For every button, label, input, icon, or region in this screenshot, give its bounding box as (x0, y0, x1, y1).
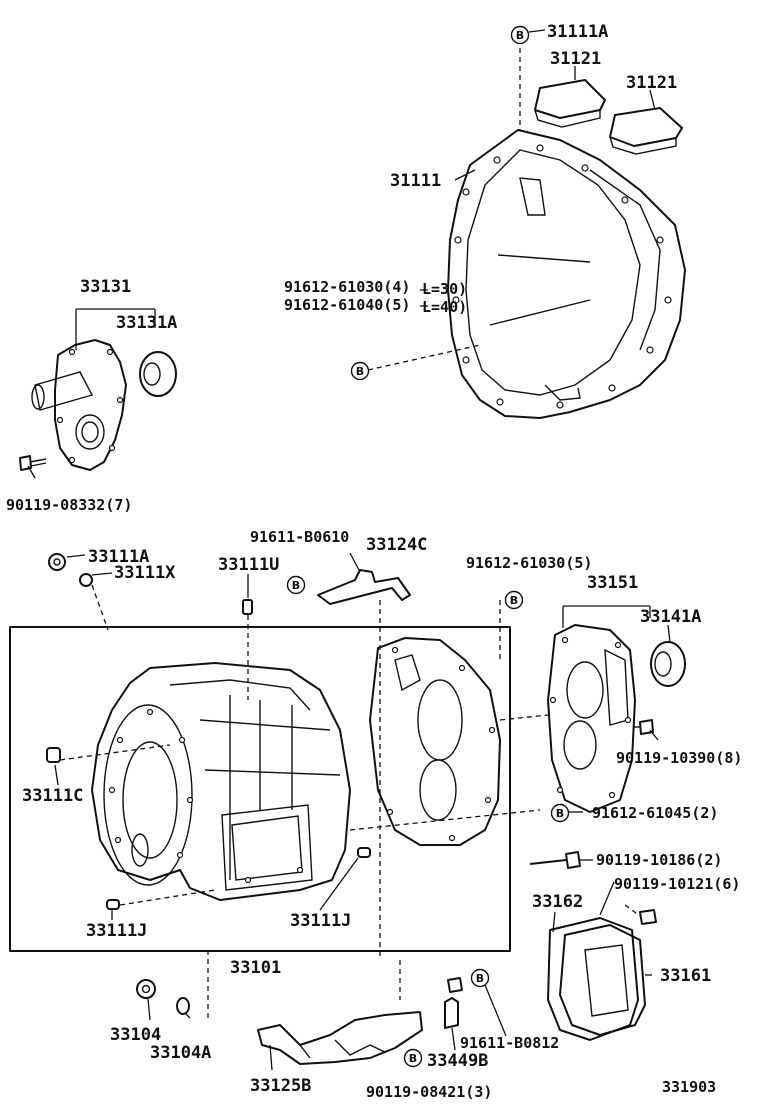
label-91612-61030-5[interactable]: 91612-61030(5) (466, 554, 592, 572)
ref-bubble-91612-61030-5: B (504, 590, 524, 610)
ref-bubble-91611-B0812: B (470, 968, 490, 988)
line-right (349, 809, 541, 831)
label-91612-61030-4[interactable]: 91612-61030(4) (284, 278, 410, 296)
svg-text:B: B (516, 29, 524, 42)
line-33111J (119, 889, 216, 906)
ref-bubble-31111A: B (510, 25, 530, 45)
plug-33111A[interactable] (48, 553, 66, 571)
label-33162[interactable]: 33162 (532, 892, 583, 912)
label-90119-08332[interactable]: 90119-08332(7) (6, 496, 132, 514)
label-33104A[interactable]: 33104A (150, 1043, 211, 1063)
label-33101[interactable]: 33101 (230, 958, 281, 978)
clutch-housing-31111[interactable] (447, 129, 686, 419)
svg-text:B: B (510, 594, 518, 607)
label-31111[interactable]: 31111 (390, 171, 441, 191)
ref-bubble-clutch-bolts: B (350, 361, 370, 381)
diagram-code: 331903 (662, 1078, 716, 1096)
oil-seal-33141A[interactable] (650, 641, 686, 687)
svg-text:B: B (356, 365, 364, 378)
label-33161[interactable]: 33161 (660, 966, 711, 986)
bracket-33124C[interactable] (317, 569, 411, 605)
stud-33111U[interactable] (242, 599, 253, 615)
line-33111X (91, 584, 109, 631)
oil-pan-33125B[interactable] (257, 1011, 423, 1065)
gasket-33111X[interactable] (79, 573, 93, 587)
label-33111J-left[interactable]: 33111J (86, 921, 147, 941)
label-33111X[interactable]: 33111X (114, 563, 176, 583)
label-33111J-right[interactable]: 33111J (290, 911, 351, 931)
bolt-90119-10186[interactable] (529, 851, 581, 869)
label-L30: L=30) (422, 280, 467, 298)
label-33151[interactable]: 33151 (587, 573, 638, 593)
svg-text:B: B (292, 579, 300, 592)
pin-33111J-right[interactable] (357, 847, 371, 858)
assembly-frame-33101 (9, 626, 511, 952)
label-31121-a[interactable]: 31121 (550, 49, 601, 69)
cover-31121-b[interactable] (609, 107, 683, 155)
label-33449B[interactable]: 33449B (427, 1051, 488, 1071)
leader-lines (27, 29, 671, 1071)
label-L40: L=40) (422, 298, 467, 316)
label-91611-B0610[interactable]: 91611-B0610 (250, 528, 349, 546)
bolt-90119-08332[interactable] (19, 455, 47, 471)
ref-bubble-90119-08421: B (403, 1048, 423, 1068)
intermediate-plate[interactable] (369, 637, 501, 846)
gasket-33104A[interactable] (176, 997, 190, 1015)
ref-bubble-91612-61045: B (550, 803, 570, 823)
ref-bubble-91611-B0610: B (286, 575, 306, 595)
line-main (59, 744, 171, 761)
extension-housing-33151[interactable] (547, 624, 636, 813)
label-90119-08421[interactable]: 90119-08421(3) (366, 1083, 492, 1101)
label-33125B[interactable]: 33125B (250, 1076, 311, 1096)
label-33111U[interactable]: 33111U (218, 555, 279, 575)
extension-housing-33131[interactable] (31, 339, 127, 471)
cover-33161[interactable] (559, 924, 646, 1036)
label-90119-10121[interactable]: 90119-10121(6) (614, 875, 740, 893)
bolt-90119-10121[interactable] (624, 904, 657, 925)
label-33104[interactable]: 33104 (110, 1025, 161, 1045)
pin-33111J-left[interactable] (106, 899, 120, 910)
label-31111A-top[interactable]: 31111A (547, 22, 608, 42)
svg-text:B: B (409, 1052, 417, 1065)
part-labels: 31111A 31121 31121 31111 91612-61030(4) … (6, 22, 742, 1101)
cover-31121-a[interactable] (534, 79, 606, 128)
label-33111C[interactable]: 33111C (22, 786, 83, 806)
line-right2 (499, 714, 549, 721)
plug-33111C[interactable] (46, 747, 61, 763)
label-90119-10390[interactable]: 90119-10390(8) (616, 749, 742, 767)
svg-text:B: B (476, 972, 484, 985)
line-B-clutch (367, 344, 481, 371)
label-91612-61040-5[interactable]: 91612-61040(5) (284, 296, 410, 314)
bolt-90119-10390[interactable] (633, 719, 654, 735)
label-91612-61045[interactable]: 91612-61045(2) (592, 804, 718, 822)
transmission-case-front[interactable] (91, 662, 351, 901)
oil-seal-33131A[interactable] (139, 351, 177, 397)
plug-33104[interactable] (136, 979, 156, 999)
gasket-33162[interactable] (547, 917, 639, 1041)
label-33124C[interactable]: 33124C (366, 535, 427, 555)
label-91611-B0812[interactable]: 91611-B0812 (460, 1034, 559, 1052)
label-90119-10186[interactable]: 90119-10186(2) (596, 851, 722, 869)
label-33111A[interactable]: 33111A (88, 547, 149, 567)
bolt-91611-B0812-part[interactable] (447, 977, 463, 993)
label-33141A[interactable]: 33141A (640, 607, 701, 627)
label-31121-b[interactable]: 31121 (626, 73, 677, 93)
bracket-33449B[interactable] (444, 997, 459, 1029)
label-33131A[interactable]: 33131A (116, 313, 177, 333)
svg-text:B: B (556, 807, 564, 820)
label-33131[interactable]: 33131 (80, 277, 131, 297)
